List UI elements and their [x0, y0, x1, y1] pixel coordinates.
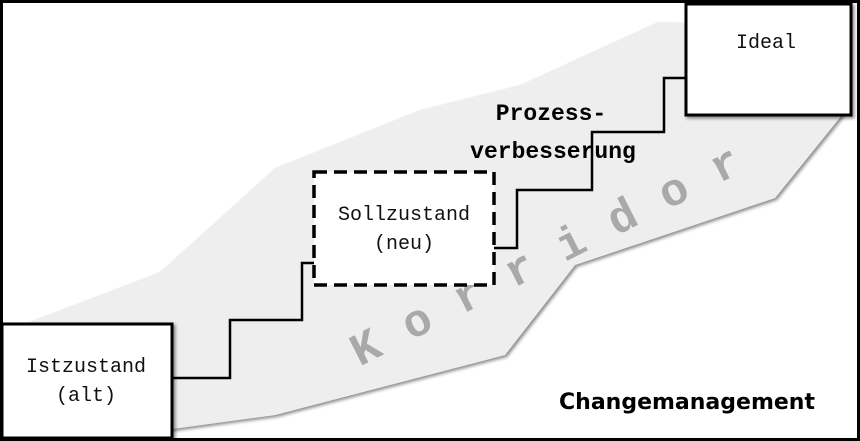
staircase-line: [172, 261, 314, 380]
sollzustand-box: Sollzustand (neu): [312, 170, 496, 287]
istzustand-label-line1: Istzustand: [26, 356, 146, 379]
staircase-line-upper: [494, 76, 688, 250]
prozess-label-line2: verbesserung: [470, 139, 636, 165]
sollzustand-label-line1: Sollzustand: [338, 204, 470, 227]
sollzustand-label-line2: (neu): [374, 233, 434, 256]
istzustand-label-line2: (alt): [56, 385, 116, 408]
ideal-label: Ideal: [736, 32, 796, 55]
istzustand-box: Istzustand (alt): [0, 322, 174, 440]
prozess-label-line1: Prozess-: [496, 101, 606, 127]
changemanagement-label: Changemanagement: [559, 390, 815, 415]
ideal-box: Ideal: [684, 2, 853, 117]
